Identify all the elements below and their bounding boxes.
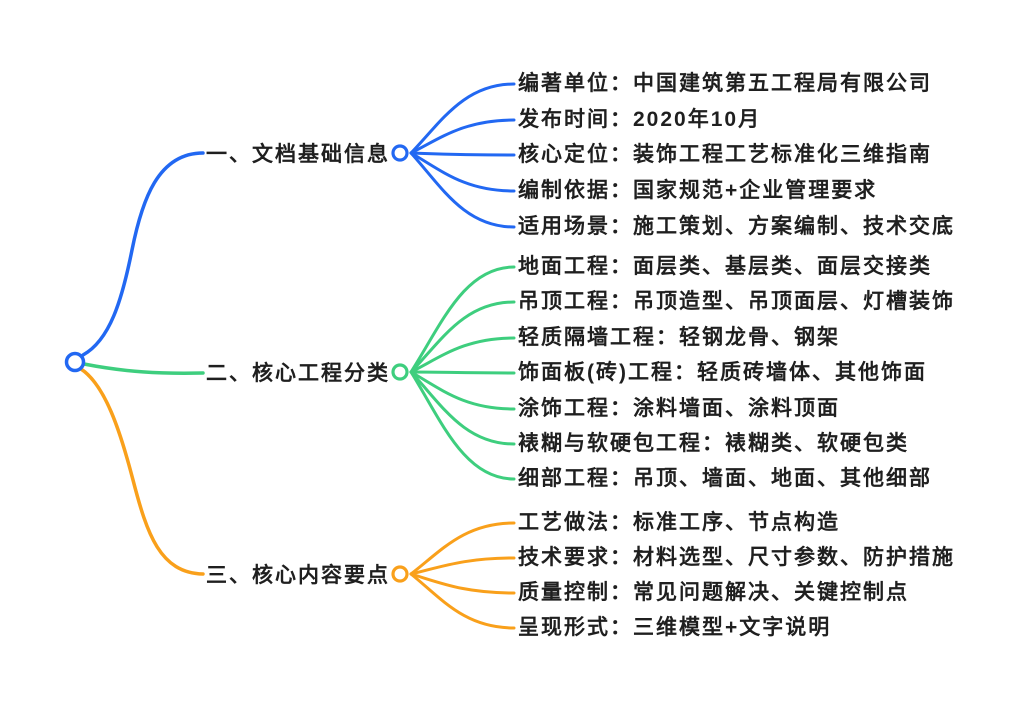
branch-node-2[interactable] xyxy=(391,363,409,381)
leaf-node-3-4[interactable]: 呈现形式：三维模型+文字说明 xyxy=(518,616,832,639)
leaf-node-3-3[interactable]: 质量控制：常见问题解决、关键控制点 xyxy=(518,581,909,604)
root-node[interactable] xyxy=(64,351,86,373)
branch-label-1[interactable]: 一、文档基础信息 xyxy=(206,143,390,166)
leaf-node-2-2[interactable]: 吊顶工程：吊顶造型、吊顶面层、灯槽装饰 xyxy=(518,290,955,313)
link-branch2-leaf5 xyxy=(409,370,516,411)
leaf-node-1-4[interactable]: 编制依据：国家规范+企业管理要求 xyxy=(518,179,878,202)
leaf-node-1-1[interactable]: 编著单位：中国建筑第五工程局有限公司 xyxy=(518,72,932,95)
leaf-node-2-4[interactable]: 饰面板(砖)工程：轻质砖墙体、其他饰面 xyxy=(518,361,927,384)
leaf-node-1-3[interactable]: 核心定位：装饰工程工艺标准化三维指南 xyxy=(518,143,932,166)
link-root-branch-1 xyxy=(81,151,205,357)
leaf-node-1-5[interactable]: 适用场景：施工策划、方案编制、技术交底 xyxy=(518,215,955,238)
leaf-node-3-1[interactable]: 工艺做法：标准工序、节点构造 xyxy=(518,511,840,534)
leaf-node-2-6[interactable]: 裱糊与软硬包工程：裱糊类、软硬包类 xyxy=(518,432,909,455)
leaf-node-1-2[interactable]: 发布时间：2020年10月 xyxy=(518,108,762,131)
link-branch1-leaf4 xyxy=(409,151,516,193)
leaf-node-3-2[interactable]: 技术要求：材料选型、尺寸参数、防护措施 xyxy=(518,546,955,569)
leaf-node-2-5[interactable]: 涂饰工程：涂料墙面、涂料顶面 xyxy=(518,397,840,420)
link-branch2-leaf7 xyxy=(409,370,516,481)
branch-label-2[interactable]: 二、核心工程分类 xyxy=(206,362,390,385)
leaf-node-2-7[interactable]: 细部工程：吊顶、墙面、地面、其他细部 xyxy=(518,467,932,490)
link-branch2-leaf2 xyxy=(409,300,516,374)
link-branch2-leaf1 xyxy=(409,265,516,374)
link-branch2-leaf3 xyxy=(409,336,516,374)
link-branch1-leaf5 xyxy=(409,151,516,229)
leaf-node-2-1[interactable]: 地面工程：面层类、基层类、面层交接类 xyxy=(518,255,932,278)
branch-node-1[interactable] xyxy=(391,144,409,162)
link-branch1-leaf1 xyxy=(409,82,516,155)
leaf-node-2-3[interactable]: 轻质隔墙工程：轻钢龙骨、钢架 xyxy=(518,326,840,349)
link-branch3-leaf3 xyxy=(409,572,516,595)
link-root-branch-3 xyxy=(79,367,205,576)
link-branch3-leaf2 xyxy=(409,556,516,576)
link-branch1-leaf2 xyxy=(409,118,516,155)
branch-node-3[interactable] xyxy=(391,565,409,583)
link-branch3-leaf4 xyxy=(409,572,516,630)
link-branch2-leaf6 xyxy=(409,370,516,446)
branch-label-3[interactable]: 三、核心内容要点 xyxy=(206,564,390,587)
link-branch3-leaf1 xyxy=(409,521,516,576)
link-root-branch-2 xyxy=(82,362,205,375)
link-branch1-leaf3 xyxy=(409,151,516,157)
link-branch2-leaf4 xyxy=(409,370,516,375)
